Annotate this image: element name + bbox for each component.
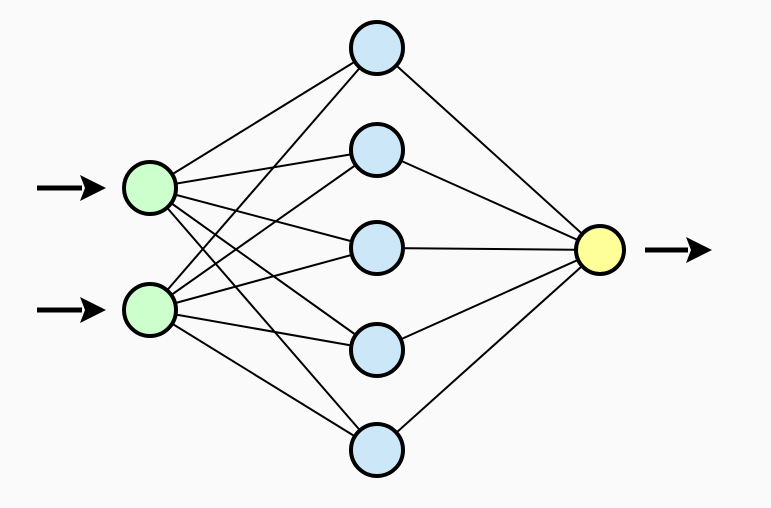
edge-h2-o1 [376, 149, 601, 251]
node-h3[interactable] [349, 220, 405, 276]
in-arrow-2-head [80, 297, 106, 323]
node-circle-h2[interactable] [349, 122, 405, 178]
edge-i2-h2 [149, 149, 378, 311]
nodes-group [122, 20, 626, 478]
node-circle-o1[interactable] [574, 224, 626, 276]
node-i1[interactable] [122, 160, 178, 216]
edge-i1-h3 [149, 187, 378, 249]
node-h5[interactable] [349, 422, 405, 478]
edge-i2-h3 [149, 247, 378, 311]
node-circle-i1[interactable] [122, 160, 178, 216]
edge-i1-h4 [149, 187, 378, 351]
edge-i1-h2 [149, 149, 378, 189]
node-h1[interactable] [349, 20, 405, 76]
node-h2[interactable] [349, 122, 405, 178]
edge-i2-h4 [149, 309, 378, 351]
in-arrow-1 [37, 175, 106, 201]
io-arrows-group [37, 175, 712, 323]
node-i2[interactable] [122, 282, 178, 338]
out-arrow-1-head [686, 237, 712, 263]
node-circle-h5[interactable] [349, 422, 405, 478]
node-circle-h3[interactable] [349, 220, 405, 276]
edge-h3-o1 [376, 247, 601, 251]
out-arrow-1 [645, 237, 712, 263]
in-arrow-2 [37, 297, 106, 323]
edge-i1-h5 [149, 187, 378, 451]
edge-h4-o1 [376, 249, 601, 351]
edge-i1-h1 [149, 47, 378, 189]
edge-h5-o1 [376, 249, 601, 451]
node-circle-h4[interactable] [349, 322, 405, 378]
edges-group [149, 47, 601, 451]
edge-i2-h1 [149, 47, 378, 311]
edge-i2-h5 [149, 309, 378, 451]
edge-h1-o1 [376, 47, 601, 251]
node-o1[interactable] [574, 224, 626, 276]
in-arrow-1-head [80, 175, 106, 201]
node-h4[interactable] [349, 322, 405, 378]
node-circle-h1[interactable] [349, 20, 405, 76]
node-circle-i2[interactable] [122, 282, 178, 338]
